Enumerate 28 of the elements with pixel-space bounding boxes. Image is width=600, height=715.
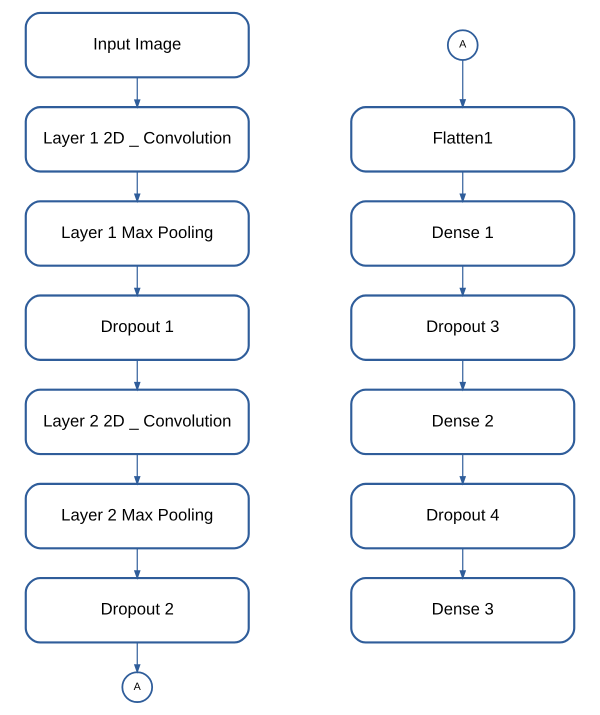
arrow xyxy=(459,172,466,204)
node-box: Layer 1 2D _ Convolution xyxy=(24,106,250,173)
node-box: Layer 1 Max Pooling xyxy=(24,200,250,267)
arrow xyxy=(134,454,141,486)
node-box: Layer 2 Max Pooling xyxy=(24,482,250,550)
node-box: Input Image xyxy=(24,12,250,78)
node-box: Flatten1 xyxy=(350,106,576,173)
arrow xyxy=(134,548,141,580)
node-circle: A xyxy=(121,671,154,703)
node-box: Dropout 2 xyxy=(24,577,250,644)
arrow xyxy=(459,454,466,486)
node-box: Layer 2 2D _ Convolution xyxy=(24,388,250,456)
arrow xyxy=(134,266,141,298)
node-box: Dense 2 xyxy=(350,388,576,456)
node-box: Dense 1 xyxy=(350,200,576,267)
arrow xyxy=(134,360,141,392)
node-box: Dense 3 xyxy=(350,577,576,644)
arrow xyxy=(459,266,466,298)
node-box: Dropout 3 xyxy=(350,294,576,361)
node-circle: A xyxy=(446,29,479,61)
arrow xyxy=(459,360,466,392)
arrow xyxy=(134,77,141,109)
arrow xyxy=(134,172,141,204)
node-box: Dropout 4 xyxy=(350,482,576,550)
node-box: Dropout 1 xyxy=(24,294,250,361)
arrow xyxy=(134,642,141,674)
arrow xyxy=(459,60,466,109)
arrow xyxy=(459,548,466,580)
